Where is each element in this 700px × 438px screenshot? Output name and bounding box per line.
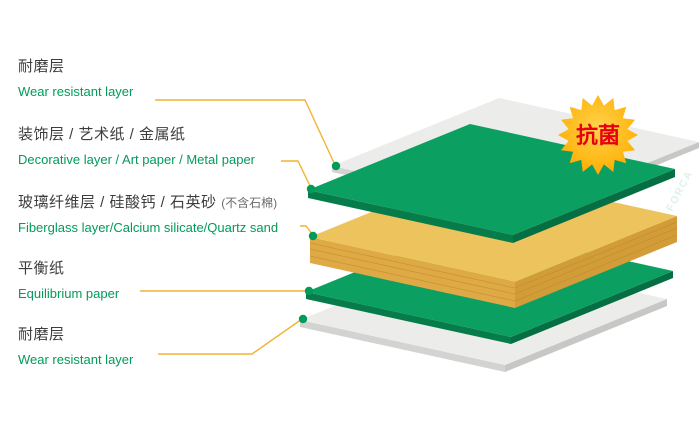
dot-equilibrium [304,286,314,296]
label-wear-bottom-cn: 耐磨层 [18,326,65,343]
label-wear-top-cn: 耐磨层 [18,58,65,75]
label-wear-top: 耐磨层 Wear resistant layer [18,58,133,99]
leader-line-fiberglass [300,225,314,236]
label-decorative-cn: 装饰层 / 艺术纸 / 金属纸 [18,126,186,143]
label-fiberglass-cn-main: 玻璃纤维层 / 硅酸钙 / 石英砂 [18,194,217,211]
layer-wear-bottom-left-face [300,320,505,372]
label-fiberglass-cn-note: (不含石棉) [221,196,278,210]
layer-wear-bottom-right-face [505,299,667,372]
layer-equilibrium-right-face [511,271,673,344]
leader-line-wear-bottom [158,318,303,355]
label-equilibrium: 平衡纸 Equilibrium paper [18,260,119,301]
label-wear-bottom-en: Wear resistant layer [18,352,134,367]
label-wear-bottom: 耐磨层 Wear resistant layer [18,326,133,367]
label-decorative-en: Decorative layer / Art paper / Metal pap… [18,152,256,167]
dot-wear-top [331,161,341,171]
label-equilibrium-en: Equilibrium paper [18,286,120,301]
label-equilibrium-cn: 平衡纸 [18,260,65,277]
label-fiberglass: 玻璃纤维层 / 硅酸钙 / 石英砂 (不含石棉) Fiberglass laye… [18,194,278,235]
dot-wear-bottom [298,314,308,324]
antibacterial-badge: 抗菌 [558,95,638,175]
label-fiberglass-en: Fiberglass layer/Calcium silicate/Quartz… [18,220,279,235]
layer-decorative-left-face [308,190,513,243]
dot-decorative [306,184,316,194]
leader-line-wear-top [155,99,336,166]
dot-fiberglass [308,231,318,241]
layer-equilibrium-left-face [306,292,511,344]
layer-decorative-right-face [513,169,675,243]
badge-text: 抗菌 [576,123,620,148]
leader-line-decorative [281,160,312,189]
leader-dots [298,161,341,324]
core-lamination-lines [309,221,678,302]
starburst-icon [558,95,638,175]
label-decorative: 装饰层 / 艺术纸 / 金属纸 Decorative layer / Art p… [18,126,255,167]
label-fiberglass-cn: 玻璃纤维层 / 硅酸钙 / 石英砂 (不含石棉) [18,194,278,212]
layer-core-right-face [515,216,677,308]
layer-core-left-face [310,237,515,308]
label-wear-top-en: Wear resistant layer [18,84,134,99]
leader-lines [140,99,336,355]
